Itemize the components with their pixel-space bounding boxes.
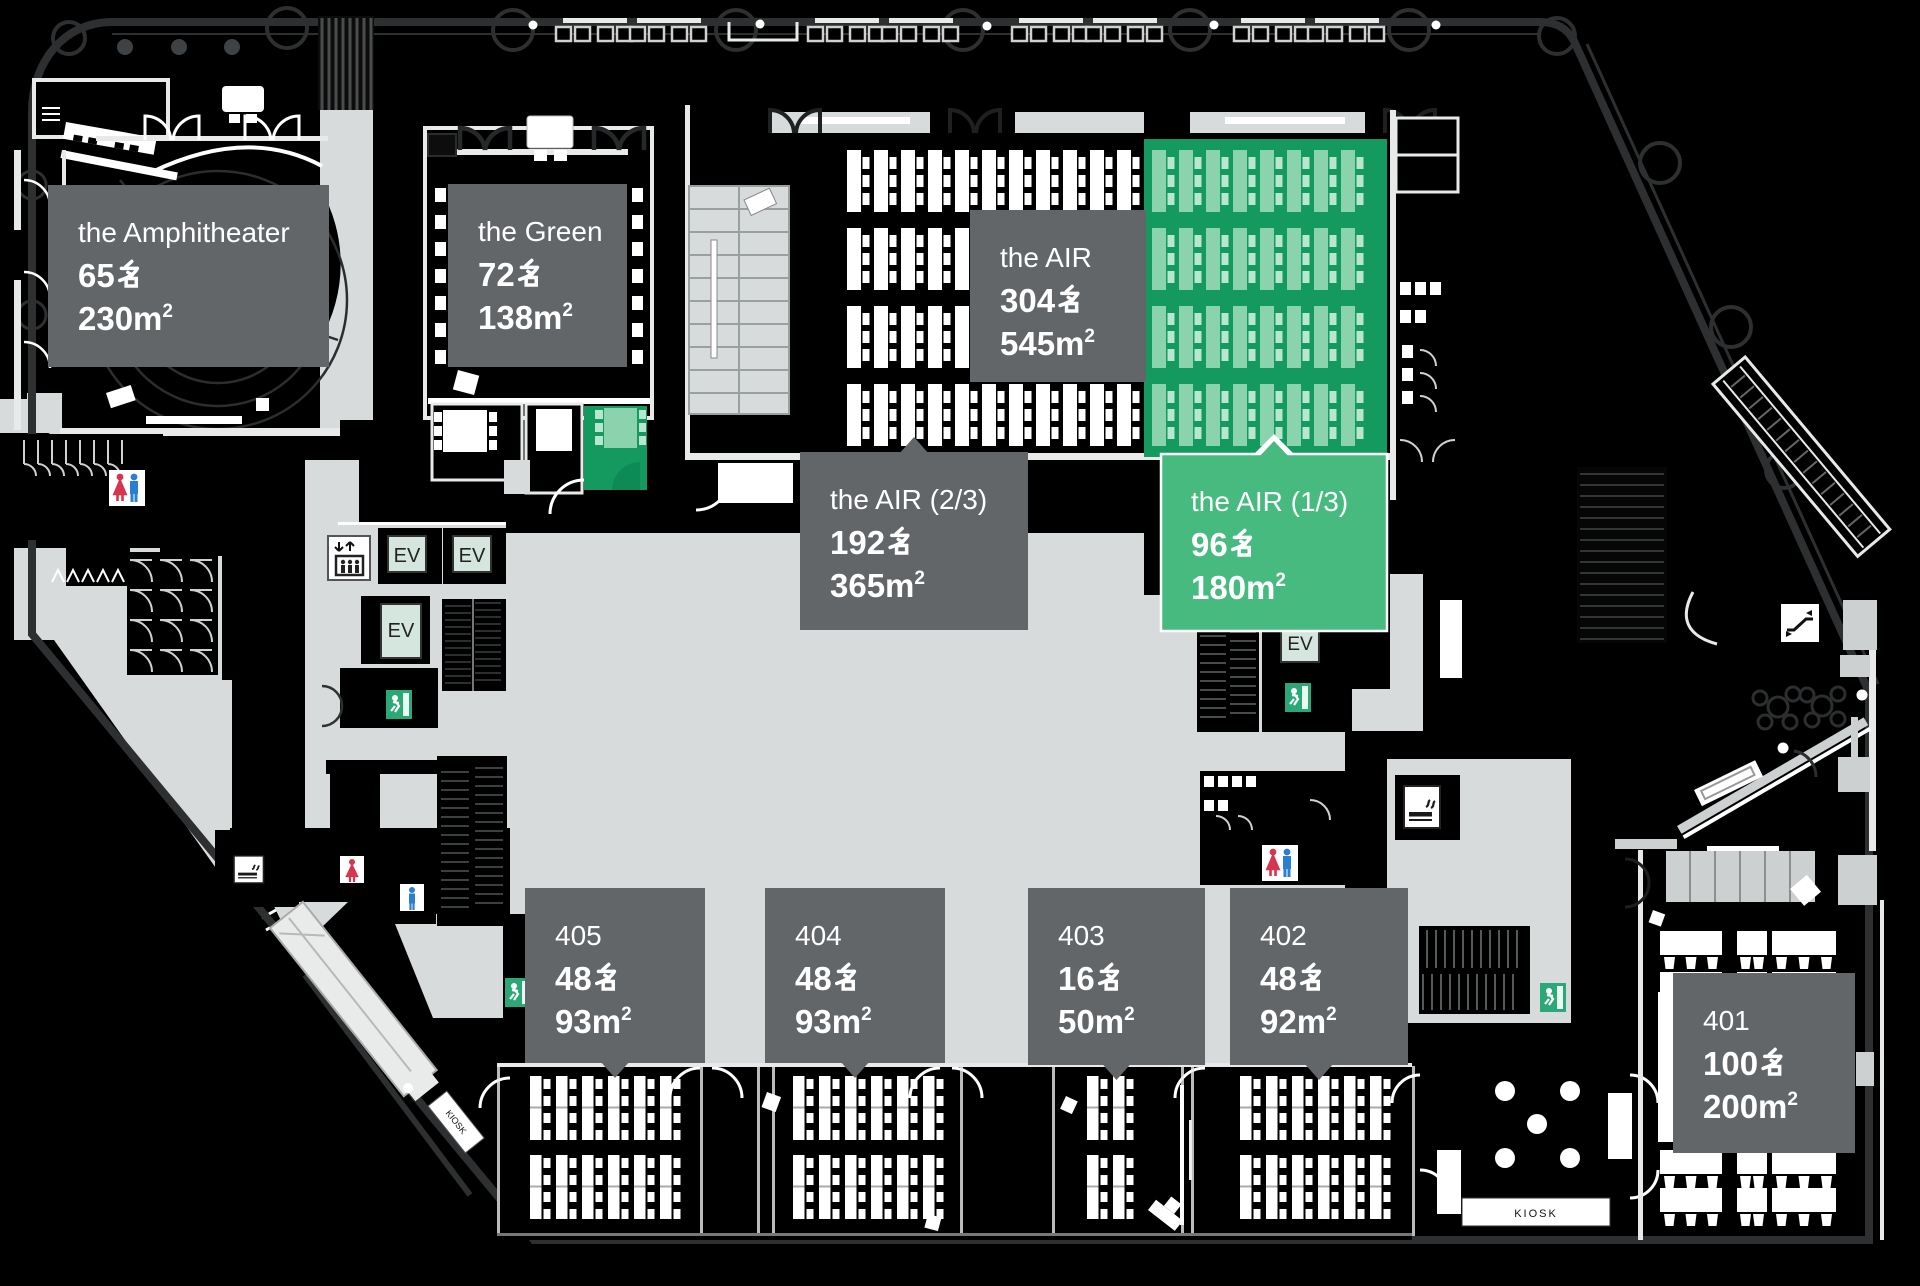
svg-text:92m2: 92m2	[1260, 1003, 1337, 1040]
svg-text:EV: EV	[459, 545, 486, 567]
svg-text:the Green: the Green	[478, 216, 603, 247]
svg-text:180m2: 180m2	[1191, 569, 1286, 606]
svg-text:405: 405	[555, 920, 602, 951]
svg-text:192: 192	[830, 524, 885, 561]
svg-text:50m2: 50m2	[1058, 1003, 1135, 1040]
svg-text:the AIR (1/3): the AIR (1/3)	[1191, 486, 1348, 517]
svg-text:KIOSK: KIOSK	[1514, 1208, 1558, 1220]
svg-text:402: 402	[1260, 920, 1307, 951]
svg-text:403: 403	[1058, 920, 1105, 951]
svg-text:96: 96	[1191, 526, 1228, 563]
svg-text:404: 404	[795, 920, 842, 951]
svg-text:304: 304	[1000, 282, 1056, 319]
svg-text:48: 48	[555, 960, 592, 997]
svg-text:138m2: 138m2	[478, 299, 573, 336]
svg-text:the AIR: the AIR	[1000, 242, 1092, 273]
svg-text:93m2: 93m2	[795, 1003, 872, 1040]
svg-text:72: 72	[478, 256, 515, 293]
svg-text:48: 48	[1260, 960, 1297, 997]
svg-text:EV: EV	[1287, 634, 1313, 655]
svg-text:200m2: 200m2	[1703, 1088, 1798, 1125]
svg-text:EV: EV	[394, 545, 421, 567]
svg-text:EV: EV	[388, 620, 415, 642]
svg-text:365m2: 365m2	[830, 567, 925, 604]
svg-text:the AIR (2/3): the AIR (2/3)	[830, 484, 987, 515]
svg-text:100: 100	[1703, 1045, 1758, 1082]
svg-text:230m2: 230m2	[78, 300, 173, 337]
svg-text:401: 401	[1703, 1005, 1750, 1036]
svg-text:the Amphitheater: the Amphitheater	[78, 217, 290, 248]
svg-text:545m2: 545m2	[1000, 325, 1095, 362]
svg-text:65: 65	[78, 257, 115, 294]
svg-text:48: 48	[795, 960, 832, 997]
svg-text:16: 16	[1058, 960, 1095, 997]
svg-text:93m2: 93m2	[555, 1003, 632, 1040]
